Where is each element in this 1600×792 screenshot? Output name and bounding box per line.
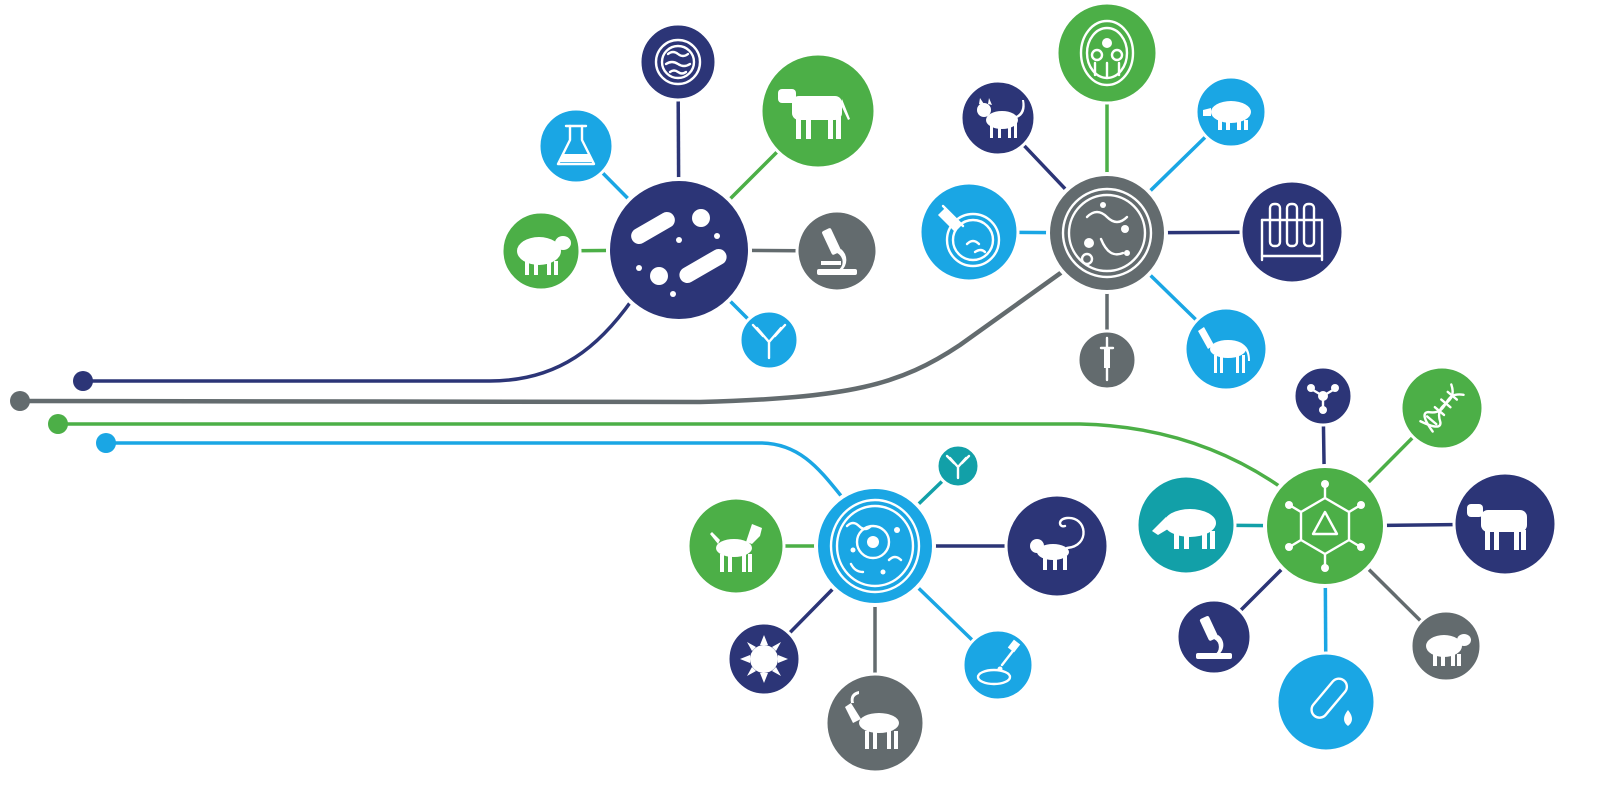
node-virus-particle (726, 621, 802, 697)
feed-line-blue (104, 441, 844, 499)
antibody-icon (751, 323, 787, 360)
feed-dot-blue (96, 433, 116, 453)
node-pig (1194, 75, 1268, 149)
antibody-icon (945, 454, 971, 480)
cluster-bacteria (500, 22, 879, 371)
feed-lines (10, 269, 1284, 499)
microscope-icon (1196, 616, 1232, 659)
feed-dot-gray (10, 391, 30, 411)
hub-bacteria (606, 177, 752, 323)
cow-icon (778, 89, 850, 139)
node-microscope-2 (1175, 598, 1253, 676)
dna-icon (1419, 383, 1465, 433)
node-syringe (1076, 329, 1138, 391)
goat-icon (845, 691, 899, 749)
test-tube-rack-icon (1260, 202, 1324, 262)
feed-dot-green (48, 414, 68, 434)
cluster-cell (686, 443, 1110, 774)
hub-cell (814, 485, 936, 607)
cow-icon (1467, 504, 1527, 550)
feed-line-gray (17, 269, 1065, 405)
node-cow (759, 52, 877, 170)
microscope-icon (817, 228, 857, 275)
petri-dish-culture-icon (1061, 187, 1153, 279)
node-cat (959, 79, 1037, 157)
node-antibody (738, 309, 800, 371)
microbe-culture-icon (654, 38, 702, 86)
node-sheep (500, 210, 582, 292)
node-cow-2 (1452, 471, 1558, 577)
node-petri-injection (918, 181, 1020, 283)
node-microbe-culture (638, 22, 718, 102)
node-boar (1135, 474, 1237, 576)
sheep-icon (1426, 634, 1471, 666)
node-blood-test-tube (1275, 651, 1377, 753)
node-lab-flask (537, 107, 615, 185)
node-test-tube-rack (1239, 179, 1345, 285)
pig-icon (1203, 101, 1251, 130)
bacteria-icon (631, 209, 727, 297)
node-goat (824, 672, 926, 774)
node-microscope (795, 209, 879, 293)
node-sheep-2 (1409, 609, 1483, 683)
petri-injection-icon (937, 204, 1001, 268)
node-antibody-small (935, 443, 981, 489)
node-horse (1183, 306, 1269, 392)
boar-icon (1152, 509, 1216, 549)
animal-cell-icon (829, 498, 921, 594)
node-tissue-section (1055, 1, 1159, 105)
cluster-petri-culture (918, 1, 1345, 392)
dog-icon (710, 524, 762, 572)
feed-dot-navy (73, 371, 93, 391)
horse-icon (1198, 327, 1250, 373)
sheep-icon (517, 236, 571, 275)
lab-flask-icon (556, 124, 596, 166)
feed-line-navy (81, 298, 634, 383)
blood-test-tube-icon (1310, 677, 1352, 726)
node-monkey (1004, 493, 1110, 599)
pipette-dish-icon (976, 639, 1021, 686)
cat-icon (977, 98, 1025, 138)
syringe-icon (1099, 336, 1115, 382)
tissue-cross-section-icon (1079, 19, 1135, 87)
feed-line-green (56, 422, 1284, 490)
node-dog (686, 496, 786, 596)
cluster-virus (1135, 365, 1558, 753)
hub-petri-culture (1046, 172, 1168, 294)
molecule-icon (1307, 384, 1339, 414)
virus-particle-icon (740, 635, 788, 683)
monkey-icon (1030, 516, 1085, 570)
virus-capsid-icon (1285, 480, 1365, 572)
hub-virus (1263, 464, 1387, 588)
node-molecule (1292, 365, 1354, 427)
node-pipette-dish (961, 628, 1035, 702)
node-dna (1399, 365, 1485, 451)
